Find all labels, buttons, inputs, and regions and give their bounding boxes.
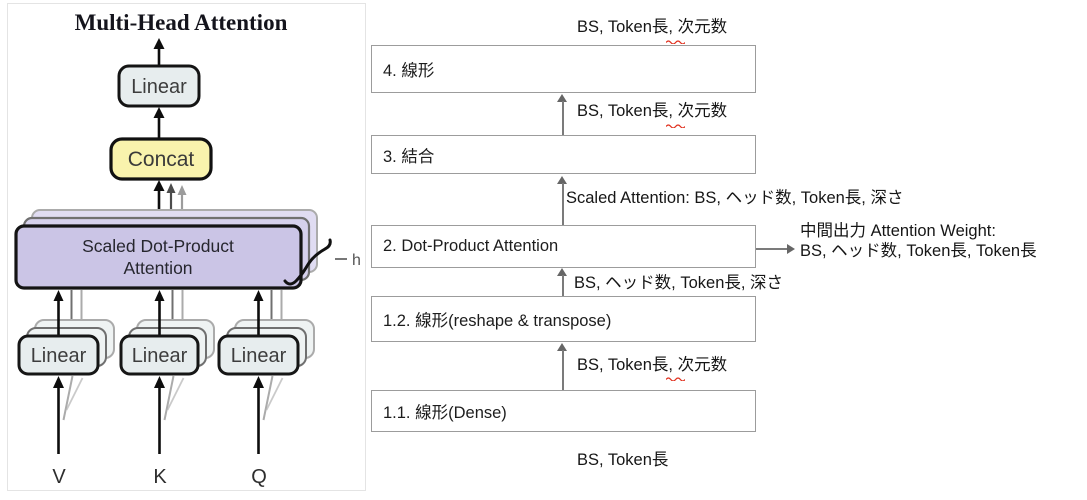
attention-weight-note-line1: 中間出力 Attention Weight: — [800, 222, 996, 240]
multi-head-attention-figure: Multi-Head Attention Linear Concat — [7, 3, 366, 491]
concat-to-linear-arrow — [153, 107, 165, 138]
linear-box-q — [217, 334, 300, 376]
flow-box-2-dot-product: 2. Dot-Product Attention — [371, 225, 756, 268]
top-linear-label: Linear — [131, 76, 187, 98]
flow-box-2-label: 2. Dot-Product Attention — [383, 237, 559, 255]
flow-box-3-label: 3. 結合 — [383, 147, 435, 166]
attention-weight-note-line2: BS, ヘッド数, Token長, Token長 — [800, 241, 1037, 260]
flow-box-11-label: 1.1. 線形(Dense) — [383, 404, 507, 422]
h-fold-curve — [283, 238, 332, 286]
flow-box-11-dense: 1.1. 線形(Dense) — [371, 390, 756, 432]
flow-box-3-concat: 3. 結合 — [371, 135, 756, 174]
multi-head-attention-svg: Multi-Head Attention Linear Concat — [14, 10, 361, 488]
attention-label-line2: Attention — [123, 258, 192, 278]
flow-box-4-linear: 4. 線形 — [371, 45, 756, 93]
linear-label-q: Linear — [231, 345, 287, 367]
flow-box-12-reshape: 1.2. 線形(reshape & transpose) — [371, 296, 756, 342]
flow-box-12-label: 1.2. 線形(reshape & transpose) — [383, 312, 612, 330]
linear-to-attention-arrows — [53, 290, 264, 336]
linear-box-k — [119, 334, 200, 376]
concat-box — [109, 137, 213, 181]
shape-label-input: BS, Token長 — [577, 451, 669, 469]
shape-label-between-3-2: Scaled Attention: BS, ヘッド数, Token長, 深さ — [566, 189, 904, 207]
linear-label-v: Linear — [31, 345, 87, 367]
h-label: h — [352, 252, 361, 269]
flow-box-4-label: 4. 線形 — [383, 62, 435, 80]
spellcheck-squiggle-bottom — [666, 377, 685, 381]
input-label-v: V — [52, 466, 66, 488]
attention-label-line1: Scaled Dot-Product — [82, 236, 234, 256]
input-label-k: K — [153, 466, 167, 488]
attention-box — [14, 224, 303, 290]
spellcheck-squiggle-middle — [666, 124, 685, 128]
input-arrows — [53, 375, 284, 454]
linear-box-v — [17, 334, 100, 376]
output-arrow — [153, 38, 165, 66]
figure-title: Multi-Head Attention — [75, 10, 288, 35]
shape-label-between-2-12: BS, ヘッド数, Token長, 深さ — [574, 274, 784, 292]
linear-label-k: Linear — [132, 345, 188, 367]
shape-label-between-4-3: BS, Token長, 次元数 — [577, 102, 728, 120]
spellcheck-squiggle-top — [666, 40, 685, 44]
concat-label: Concat — [128, 148, 195, 171]
shape-label-between-12-11: BS, Token長, 次元数 — [577, 356, 728, 374]
attention-weight-note: 中間出力 Attention Weight: BS, ヘッド数, Token長,… — [800, 222, 1037, 261]
input-label-q: Q — [251, 466, 267, 488]
shape-label-output: BS, Token長, 次元数 — [577, 18, 728, 36]
top-linear-box — [117, 64, 201, 108]
